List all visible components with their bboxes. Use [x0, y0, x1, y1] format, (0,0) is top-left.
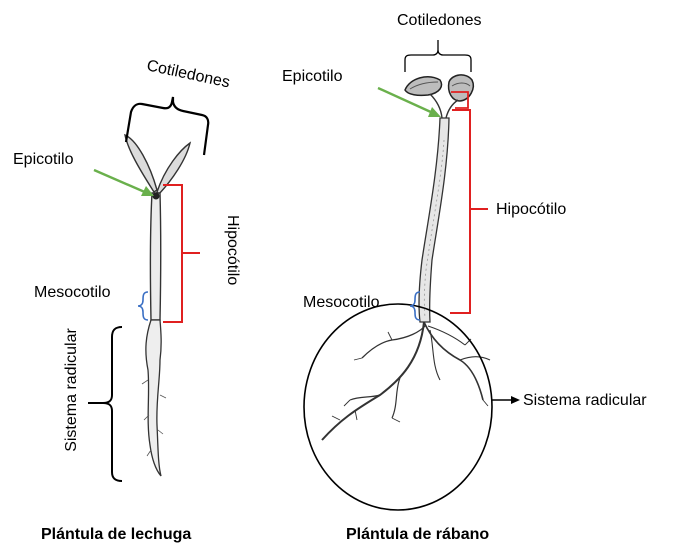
lettuce-stem	[150, 193, 160, 320]
radish-cotyledons-bracket	[405, 40, 471, 72]
radish-seedling: Cotiledones Epicotilo Hipocótilo Mesocot…	[282, 12, 647, 543]
radish-root-system-label: Sistema radicular	[523, 392, 647, 409]
lettuce-right-cotyledon	[157, 143, 190, 194]
lettuce-caption: Plántula de lechuga	[41, 526, 191, 543]
radish-right-cotyledon	[449, 75, 474, 101]
lettuce-root-system-bracket	[103, 327, 122, 481]
radish-roots	[322, 322, 490, 440]
lettuce-root-system-label: Sistema radicular	[63, 328, 80, 452]
radish-epicotyl-label: Epicotilo	[282, 68, 343, 85]
radish-caption: Plántula de rábano	[346, 526, 489, 543]
lettuce-mesocotyl-bracket	[138, 292, 148, 320]
lettuce-seedling: Cotiledones Epicotilo Hipocótilo Mesocot…	[13, 57, 241, 543]
radish-hypocotyl-label: Hipocótilo	[496, 201, 566, 218]
lettuce-hypocotyl-bracket	[163, 185, 200, 322]
lettuce-left-cotyledon	[125, 135, 157, 192]
radish-mesocotyl-label: Mesocotilo	[303, 294, 380, 311]
radish-hypocotyl-bracket	[450, 110, 488, 313]
lettuce-cotyledons-label: Cotiledones	[145, 57, 231, 91]
lettuce-epicotyl-label: Epicotilo	[13, 151, 74, 168]
lettuce-mesocotyl-label: Mesocotilo	[34, 284, 111, 301]
radish-left-cotyledon	[405, 77, 442, 96]
radish-root-system-circle	[304, 304, 492, 510]
lettuce-cotyledons-bracket	[126, 97, 208, 155]
radish-cotyledons-label: Cotiledones	[397, 12, 482, 29]
lettuce-epicotyl-arrow	[94, 170, 147, 193]
lettuce-root	[146, 320, 161, 476]
radish-root-system-arrowhead	[511, 396, 520, 404]
lettuce-hypocotyl-label: Hipocótilo	[224, 215, 241, 285]
